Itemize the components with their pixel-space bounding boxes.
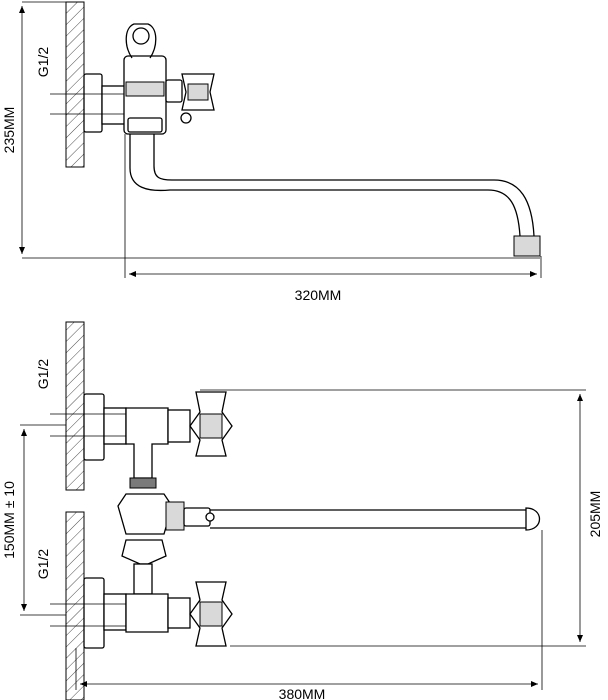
spout-top: [129, 134, 521, 237]
diverter-body: [117, 493, 173, 535]
wall-hatch-top: [65, 1, 85, 168]
thread-label-lower: G1/2: [35, 549, 51, 580]
wall-hatch-upper: [65, 321, 85, 491]
thread-label-top: G1/2: [35, 47, 51, 78]
reach-label-front: 380MM: [279, 686, 326, 700]
thread-label-upper: G1/2: [35, 359, 51, 390]
shower-holder-top: [125, 23, 157, 59]
reach-label-top: 320MM: [295, 287, 342, 303]
flange-upper: [83, 393, 105, 461]
center-distance-label: 150MM ± 10: [1, 481, 17, 559]
height-label-top: 235MM: [1, 107, 17, 154]
wall-hatch-lower: [65, 511, 85, 700]
spout-front-end: [525, 507, 541, 531]
front-view: 205MM 150MM ± 10 G1/2 G1/2 380MM: [1, 321, 603, 700]
aerator-top: [513, 235, 541, 257]
upper-valve-body: [125, 407, 169, 479]
mounting-flange-top: [83, 73, 103, 133]
inlet-pipe-top: [101, 85, 127, 125]
top-view: 235MM G1/2 320MM: [1, 1, 542, 303]
lower-valve-body: [125, 593, 169, 633]
height-label-front: 205MM: [587, 491, 603, 538]
shower-holder-front: [121, 539, 167, 565]
flange-lower: [83, 577, 105, 649]
